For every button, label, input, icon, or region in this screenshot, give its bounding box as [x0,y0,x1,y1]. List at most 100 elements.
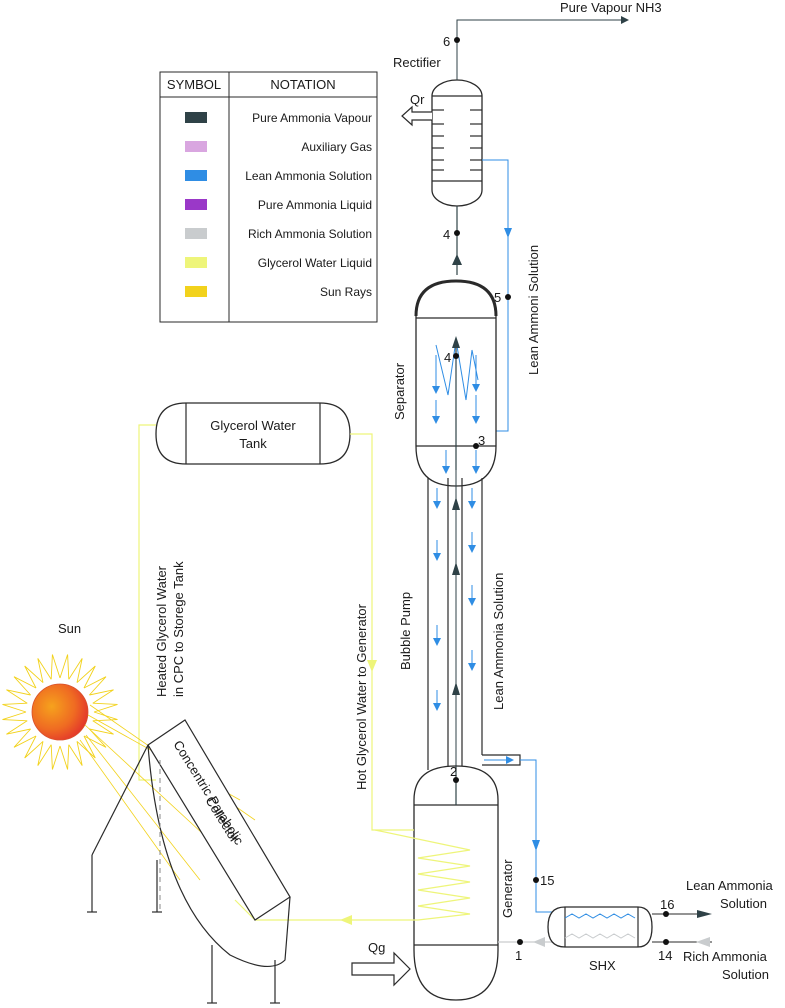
sun-ray [68,741,83,766]
state-point-16 [663,911,669,917]
state-point-5 [505,294,511,300]
sun-ray [37,658,52,683]
sun-ray [68,658,83,683]
state-point-2 [453,777,459,783]
sun-ray [76,735,96,759]
legend-swatch [185,141,207,152]
rich-in-label-2: Solution [722,967,769,982]
sun-ray [37,741,52,766]
vapour-outlet-line: 6 Pure Vapour NH3 [443,0,662,80]
legend-swatch [185,257,207,268]
legend-label: Sun Rays [320,285,372,299]
state-label-15: 15 [540,873,554,888]
lean-out-line: 16 Lean Ammonia Solution [652,878,773,918]
rectifier-label: Rectifier [393,55,441,70]
qr-heat-arrow: Qr [401,92,432,127]
state-label-6: 6 [443,34,450,49]
legend: SYMBOL NOTATION Pure Ammonia VapourAuxil… [159,71,378,323]
legend-label: Rich Ammonia Solution [248,227,372,241]
sun-ray [24,665,44,689]
state-point-4-top [454,230,460,236]
generator-vessel: 2 Generator [374,764,515,1001]
sun-ray [83,676,107,696]
sun-ray [50,744,61,770]
hot-glycerol-label: Hot Glycerol Water to Generator [354,603,369,790]
rich-in-label-1: Rich Ammonia [683,949,768,964]
state-point-15 [533,877,539,883]
rich-to-generator-line: 1 [498,937,562,963]
sun-ray [89,720,114,735]
sun-ray [13,728,37,748]
separator-vessel: 4 3 Separator [392,279,498,487]
vapour-to-rectifier: 4 [443,206,462,275]
lean-out-label-2: Solution [720,896,767,911]
state-label-5: 5 [494,290,501,305]
glycerol-lines: Hot Glycerol Water to Generator Heated G… [138,424,418,925]
shx-label: SHX [589,958,616,973]
sun-ray [59,744,70,770]
sun-ray [6,689,31,704]
shx-exchanger: SHX [547,906,653,973]
sun-ray [83,728,107,748]
sun-ray [50,654,61,680]
bubble-pump-label: Bubble Pump [398,592,413,670]
legend-swatch [185,199,207,210]
sun-ray [89,689,114,704]
sun-disc [31,683,89,741]
legend-notation-header: NOTATION [270,77,335,92]
qr-label: Qr [410,92,425,107]
state-label-16: 16 [660,897,674,912]
legend-label: Auxiliary Gas [301,140,372,154]
state-point-6 [454,37,460,43]
heated-glycerol-label-2: in CPC to Storege Tank [171,561,186,697]
legend-swatch [185,112,207,123]
state-point-4-separator [453,353,459,359]
state-label-4-separator: 4 [444,350,451,365]
sun-ray [24,735,44,759]
qg-heat-arrow: Qg [351,940,411,987]
sun-ray [2,702,28,713]
legend-swatch [185,286,207,297]
state-label-14: 14 [658,948,672,963]
rich-in-line: 14 Rich Ammonia Solution [652,937,769,982]
legend-label: Lean Ammonia Solution [245,169,372,183]
state-label-2: 2 [450,764,457,779]
sun-ray [2,711,28,722]
legend-swatch [185,228,207,239]
sun-ray [76,665,96,689]
legend-symbol-header: SYMBOL [167,77,221,92]
legend-swatch [185,170,207,181]
sun-ray [59,654,70,680]
generator-label: Generator [500,859,515,918]
parabolic-collector: Concentric Parabolic Collector [87,719,291,1004]
pure-vapour-label: Pure Vapour NH3 [560,0,662,15]
lean-return-line: 5 Lean Ammoni Solution [480,159,541,432]
sun-ray [13,676,37,696]
legend-label: Glycerol Water Liquid [258,256,372,270]
tank-label-1: Glycerol Water [210,418,296,433]
bubble-pump: Bubble Pump Lean Ammonia Solution [398,470,521,800]
sun: Sun [2,621,118,770]
legend-label: Pure Ammonia Liquid [258,198,372,212]
lean-to-shx-line: 15 [520,759,562,913]
state-point-1 [517,939,523,945]
state-label-4-top: 4 [443,227,450,242]
lean-ammoni-solution-label: Lean Ammoni Solution [526,245,541,375]
sun-ray [92,711,118,722]
state-point-3 [473,443,479,449]
heated-glycerol-label-1: Heated Glycerol Water [154,565,169,697]
state-label-1: 1 [515,948,522,963]
lean-ammonia-vertical-label: Lean Ammonia Solution [491,573,506,710]
sun-ray [92,702,118,713]
legend-label: Pure Ammonia Vapour [252,111,372,125]
tank-label-2: Tank [239,436,267,451]
qg-label: Qg [368,940,385,955]
separator-label: Separator [392,362,407,420]
rectifier: Rectifier [393,55,483,207]
lean-out-label-1: Lean Ammonia [686,878,773,893]
glycerol-water-tank: Glycerol Water Tank [155,402,351,465]
sun-ray [6,720,31,735]
sun-label: Sun [58,621,81,636]
state-point-14 [663,939,669,945]
